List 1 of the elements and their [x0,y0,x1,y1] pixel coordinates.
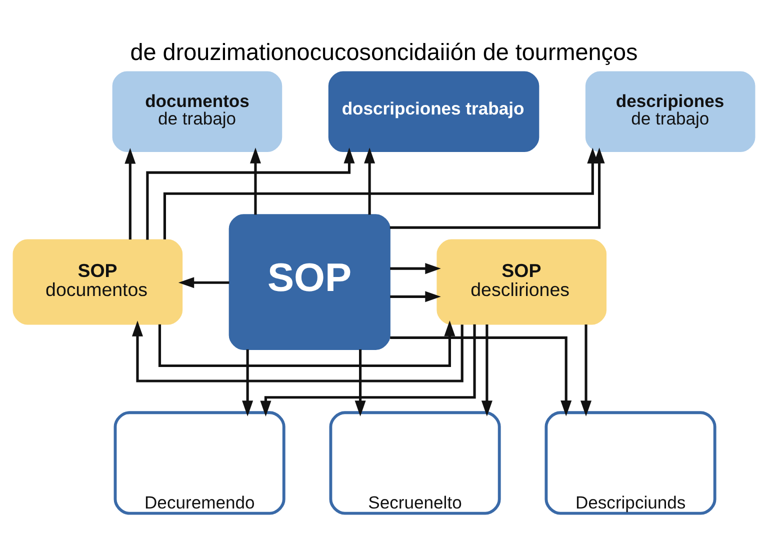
diagram-title: de drouzimationocucosoncidaiión de tourmenços [130,39,638,66]
